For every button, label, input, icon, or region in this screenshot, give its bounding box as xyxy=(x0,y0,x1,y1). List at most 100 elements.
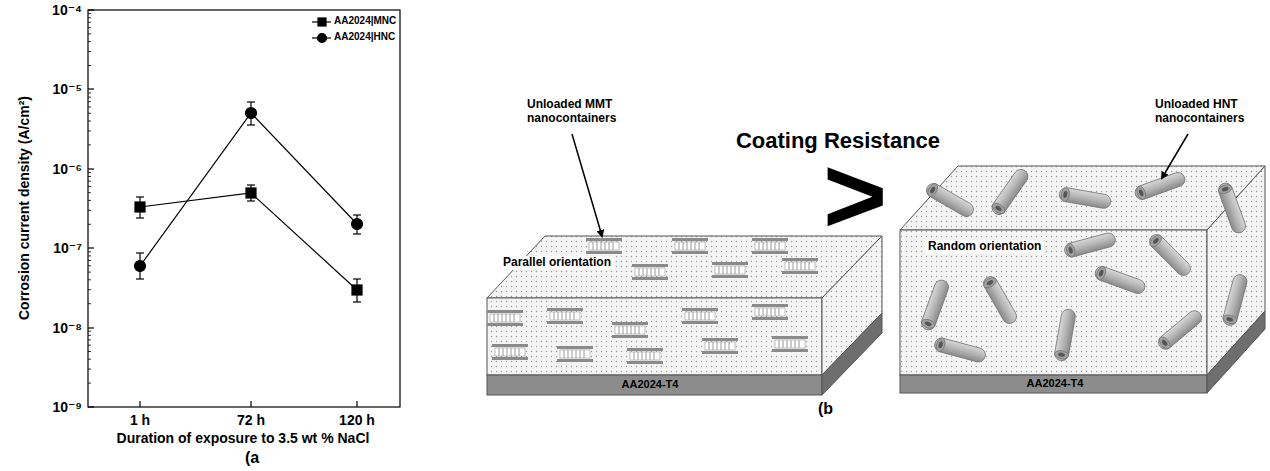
rect-shape xyxy=(487,298,822,375)
minor-tick xyxy=(88,22,91,23)
line-shape xyxy=(353,214,361,215)
line-shape xyxy=(247,124,255,125)
tick-label: 10⁻⁸ xyxy=(52,320,82,336)
minor-tick xyxy=(88,224,91,225)
orientation-label: Parallel orientation xyxy=(500,256,614,270)
rect-shape xyxy=(246,188,256,198)
line-shape xyxy=(136,196,144,197)
line-shape xyxy=(88,327,94,328)
hnt-nanocontainer xyxy=(1147,232,1194,279)
mmt-nanocontainer xyxy=(682,308,718,324)
mmt-nanocontainer xyxy=(627,348,663,364)
callout-label: Unloaded MMT nanocontainers xyxy=(527,98,637,126)
minor-tick xyxy=(88,272,91,273)
mmt-nanocontainer xyxy=(672,238,708,254)
line-shape xyxy=(139,401,140,407)
minor-tick xyxy=(88,144,91,145)
rect-shape xyxy=(318,18,326,26)
hnt-nanocontainer xyxy=(1054,308,1077,362)
minor-tick xyxy=(88,107,91,108)
hnt-nanocontainer xyxy=(924,181,976,219)
hnt-nanocontainer xyxy=(1093,265,1147,296)
minor-tick xyxy=(88,181,91,182)
tick-label: 10⁻⁷ xyxy=(53,240,82,256)
polygon-shape xyxy=(1207,311,1265,393)
polyline-shape xyxy=(140,113,357,266)
minor-tick xyxy=(88,186,91,187)
panel-label: (a xyxy=(245,449,259,467)
tick-label: 120 h xyxy=(339,412,375,428)
minor-tick xyxy=(88,303,91,304)
minor-tick xyxy=(88,383,91,384)
minor-tick xyxy=(88,17,91,18)
line-shape xyxy=(356,401,357,407)
minor-tick xyxy=(88,172,91,173)
axis-title: Corrosion current density (A/cm²) xyxy=(16,96,32,320)
circle-shape xyxy=(352,219,363,230)
rect-shape xyxy=(135,202,145,212)
mmt-nanocontainer xyxy=(712,262,748,278)
rect-shape xyxy=(900,230,1207,375)
minor-tick xyxy=(88,51,91,52)
minor-tick xyxy=(88,93,91,94)
mmt-nanocontainer xyxy=(557,346,593,362)
mmt-nanocontainer xyxy=(487,310,523,326)
hnt-nanocontainers xyxy=(920,167,1249,364)
substrate-label: AA2024-T4 xyxy=(1027,377,1084,390)
minor-tick xyxy=(88,289,91,290)
minor-tick xyxy=(88,210,91,211)
mmt-nanocontainer xyxy=(752,304,788,320)
line-shape xyxy=(136,278,144,279)
minor-tick xyxy=(88,251,91,252)
minor-tick xyxy=(88,260,91,261)
rect-shape xyxy=(487,375,822,395)
mmt-nanocontainer xyxy=(752,238,788,254)
minor-tick xyxy=(88,200,91,201)
minor-tick xyxy=(88,369,91,370)
line-shape xyxy=(136,217,144,218)
polygon-shape xyxy=(900,166,1265,230)
minor-tick xyxy=(88,265,91,266)
polygon-shape xyxy=(822,313,882,395)
minor-tick xyxy=(88,345,91,346)
tick-label: 10⁻⁹ xyxy=(52,399,82,415)
minor-tick xyxy=(88,41,91,42)
minor-tick xyxy=(88,121,91,122)
hnt-coating-block xyxy=(900,166,1265,393)
tick-label: 10⁻⁴ xyxy=(52,2,82,18)
line-shape xyxy=(88,406,94,407)
minor-tick xyxy=(88,279,91,280)
line-shape xyxy=(88,247,94,248)
mmt-nanocontainer xyxy=(702,338,738,354)
polyline-shape xyxy=(140,193,357,290)
hnt-nanocontainer xyxy=(981,274,1019,326)
tick-label: 10⁻⁶ xyxy=(53,161,82,177)
minor-tick xyxy=(88,192,91,193)
mmt-nanocontainer xyxy=(547,308,583,324)
hnt-nanocontainer xyxy=(1058,187,1112,210)
line-shape xyxy=(353,301,361,302)
circle-shape xyxy=(135,261,146,272)
mmt-coating-block xyxy=(487,236,882,395)
line-shape xyxy=(247,200,255,201)
hnt-nanocontainer xyxy=(1133,171,1187,202)
comparison-sign: > xyxy=(823,140,887,250)
panel-label: (b xyxy=(818,400,833,418)
tick-label: 72 h xyxy=(237,412,265,428)
tick-label: 10⁻⁵ xyxy=(52,81,82,97)
mmt-nanocontainer xyxy=(586,238,622,254)
leader-line xyxy=(572,134,602,236)
line-shape xyxy=(353,233,361,234)
hnt-nanocontainer xyxy=(1156,308,1205,352)
axis-title: Duration of exposure to 3.5 wt % NaCl xyxy=(117,430,370,446)
minor-tick xyxy=(88,331,91,332)
mmt-nanocontainer xyxy=(492,344,528,360)
minor-tick xyxy=(88,339,91,340)
hnt-nanocontainer xyxy=(989,167,1030,218)
rect-shape xyxy=(352,285,362,295)
legend-samples xyxy=(312,18,331,43)
minor-tick xyxy=(88,176,91,177)
tick-label: 1 h xyxy=(130,412,150,428)
hnc-series xyxy=(135,102,363,279)
